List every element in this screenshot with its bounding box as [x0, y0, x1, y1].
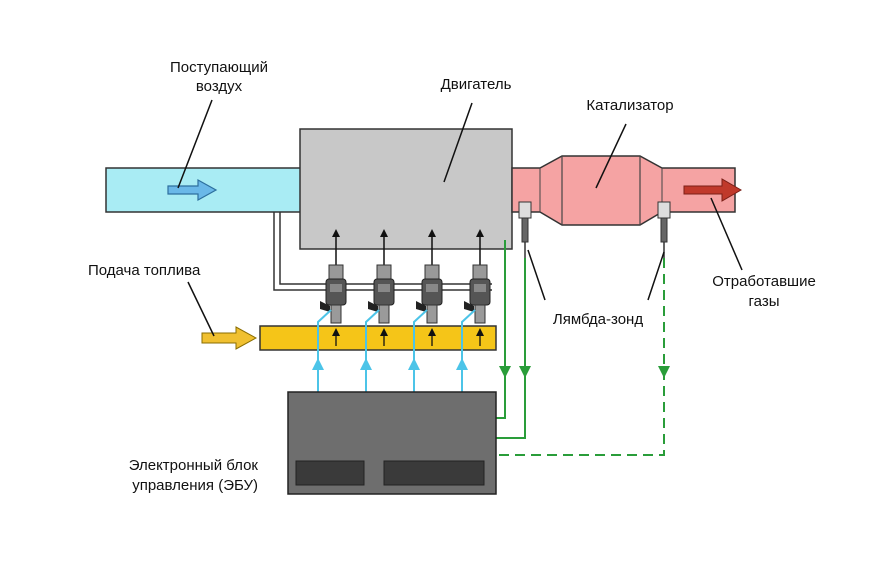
exhaust-label-line1: Отработавшие [712, 273, 816, 290]
injector-4 [464, 264, 491, 324]
intake-air-label-line2: воздух [196, 78, 243, 95]
intake-air-leader [177, 99, 213, 189]
exhaust-leader [710, 197, 743, 271]
engine-leader [443, 102, 473, 183]
feedback-signal-lines [496, 240, 670, 456]
catalyst-label: Катализатор [586, 97, 673, 114]
injector-1 [320, 264, 347, 324]
lambda-sensor-rear [657, 201, 671, 258]
ecu-window-right [383, 460, 485, 486]
injector-2 [368, 264, 395, 324]
lambda-leader-2 [647, 251, 665, 301]
fuel-supply-label: Подача топлива [88, 262, 201, 279]
intake-air-arrow [167, 178, 218, 202]
lambda-label: Лямбда-зонд [553, 311, 643, 328]
control-signal-lines [312, 309, 476, 392]
exhaust-label-line2: газы [749, 293, 780, 310]
catalyst-leader [595, 123, 627, 189]
engine-label: Двигатель [441, 76, 512, 93]
engine-block [299, 128, 513, 250]
fuel-rail [259, 325, 497, 351]
ecu-label-line1: Электронный блок [129, 457, 259, 474]
ecu-label-line2: управления (ЭБУ) [132, 477, 258, 494]
fuel-supply-leader [187, 281, 215, 337]
ecu-window-left [295, 460, 365, 486]
lambda-leader-1 [527, 249, 546, 301]
pressure-tube-inner [279, 212, 492, 285]
exhaust-arrow [683, 178, 742, 202]
injector-3 [416, 264, 443, 324]
pressure-tube [273, 212, 492, 291]
lambda-sensor-front [518, 201, 532, 258]
intake-air-label-line1: Поступающий [170, 59, 268, 76]
fuel-supply-arrow [201, 326, 258, 350]
